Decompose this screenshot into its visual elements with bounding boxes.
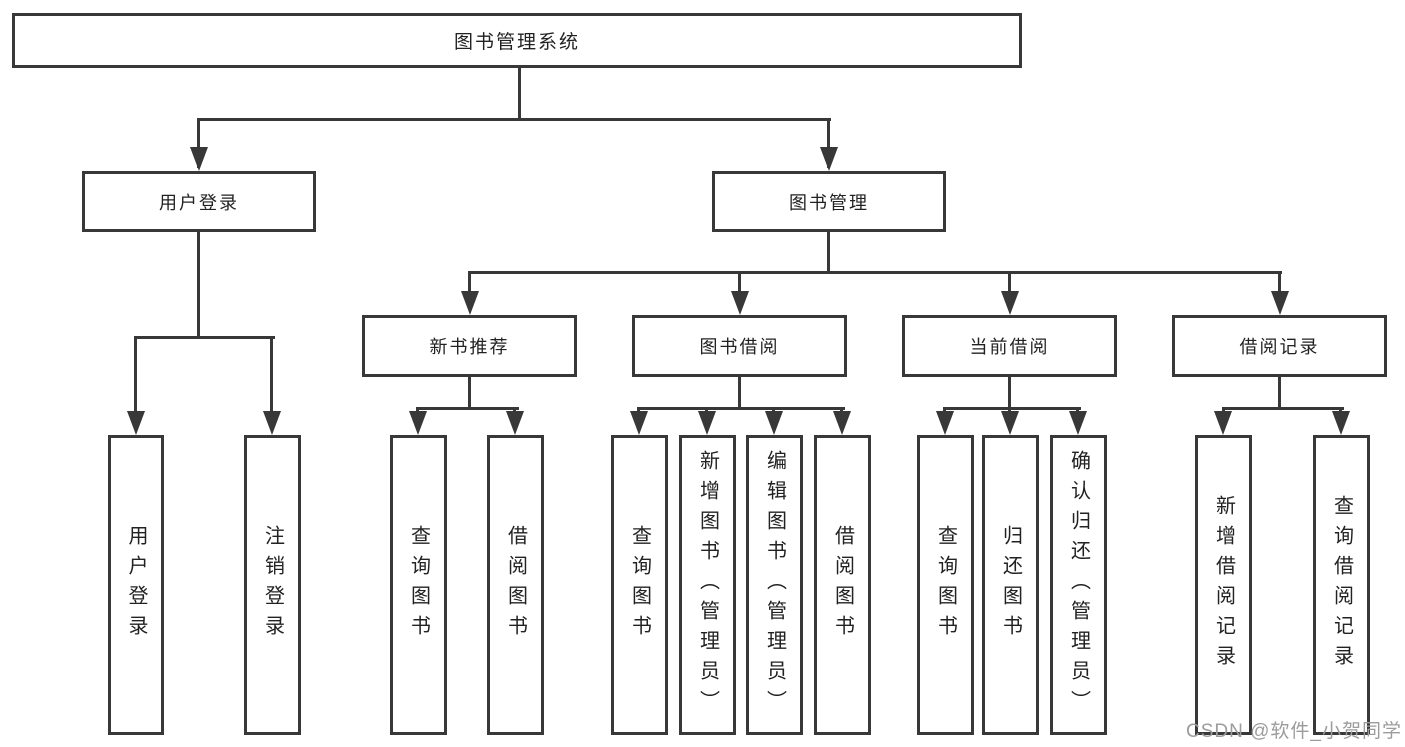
leaf-return-books: 归还图书: [982, 435, 1039, 735]
node-user-login: 用户登录: [82, 171, 316, 232]
leaf-label: 注销登录: [261, 525, 284, 645]
connector-arrow: [1069, 411, 1087, 435]
leaf-query-books-recommend: 查询图书: [390, 435, 447, 735]
node-borrow-records: 借阅记录: [1172, 315, 1387, 377]
connector-line: [197, 232, 200, 339]
leaf-label: 确认归还（管理员）: [1067, 450, 1090, 720]
leaf-confirm-return-admin: 确认归还（管理员）: [1050, 435, 1107, 735]
node-current-borrow: 当前借阅: [902, 315, 1117, 377]
connector-line: [197, 118, 831, 121]
connector-line: [518, 66, 521, 120]
connector-line: [468, 271, 471, 301]
connector-arrow: [1271, 291, 1289, 315]
leaf-label: 查询图书: [407, 525, 430, 645]
leaf-label: 归还图书: [999, 525, 1022, 645]
leaf-borrow-books-recommend: 借阅图书: [487, 435, 544, 735]
leaf-user-login: 用户登录: [108, 435, 164, 735]
connector-line: [943, 407, 1081, 410]
connector-arrow: [263, 411, 281, 435]
connector-line: [1008, 271, 1011, 301]
leaf-label: 借阅图书: [504, 525, 527, 645]
connector-line: [827, 118, 830, 168]
csdn-watermark: CSDN @软件_小贺同学: [1186, 721, 1402, 742]
leaf-edit-books-admin: 编辑图书（管理员）: [746, 435, 803, 735]
leaf-logout: 注销登录: [244, 435, 301, 735]
connector-line: [134, 336, 137, 426]
leaf-label: 查询借阅记录: [1330, 495, 1353, 675]
connector-line: [1278, 377, 1281, 410]
leaf-query-books-current: 查询图书: [917, 435, 974, 735]
connector-line: [134, 336, 275, 339]
connector-line: [197, 118, 200, 168]
connector-arrow: [630, 411, 648, 435]
leaf-add-books-admin: 新增图书（管理员）: [679, 435, 736, 735]
leaf-label: 编辑图书（管理员）: [763, 450, 786, 720]
connector-line: [1278, 271, 1281, 301]
connector-line: [827, 232, 830, 274]
connector-line: [468, 271, 1282, 274]
node-label: 用户登录: [159, 192, 239, 213]
leaf-add-borrow-record: 新增借阅记录: [1195, 435, 1252, 735]
connector-line: [468, 377, 471, 410]
connector-line: [270, 336, 273, 426]
connector-arrow: [190, 147, 208, 171]
connector-arrow: [127, 411, 145, 435]
node-root-library-system: 图书管理系统: [12, 13, 1022, 68]
leaf-query-borrow-record: 查询借阅记录: [1313, 435, 1370, 735]
connector-arrow: [1001, 291, 1019, 315]
connector-arrow: [461, 291, 479, 315]
connector-arrow: [698, 411, 716, 435]
leaf-label: 查询图书: [628, 525, 651, 645]
node-book-management: 图书管理: [712, 171, 946, 232]
connector-line: [738, 377, 741, 410]
node-label: 当前借阅: [969, 337, 1050, 357]
connector-arrow: [409, 411, 427, 435]
connector-arrow: [765, 411, 783, 435]
connector-line: [1008, 377, 1011, 410]
leaf-label: 用户登录: [125, 525, 147, 645]
connector-line: [738, 271, 741, 301]
connector-arrow: [1001, 411, 1019, 435]
connector-arrow: [1214, 411, 1232, 435]
node-label: 图书借阅: [699, 337, 780, 357]
connector-line: [416, 407, 519, 410]
connector-arrow: [936, 411, 954, 435]
leaf-label: 查询图书: [934, 525, 957, 645]
node-label: 图书管理: [789, 192, 869, 213]
connector-line: [638, 407, 845, 410]
connector-arrow: [820, 147, 838, 171]
connector-arrow: [731, 291, 749, 315]
leaf-query-books-borrow: 查询图书: [611, 435, 668, 735]
connector-arrow: [1332, 411, 1350, 435]
leaf-label: 新增图书（管理员）: [696, 450, 719, 720]
node-label: 借阅记录: [1239, 337, 1320, 357]
node-book-borrow: 图书借阅: [632, 315, 847, 377]
leaf-label: 借阅图书: [831, 525, 854, 645]
connector-line: [1222, 407, 1344, 410]
node-label: 新书推荐: [429, 337, 510, 357]
leaf-borrow-books: 借阅图书: [814, 435, 871, 735]
connector-arrow: [833, 411, 851, 435]
node-label: 图书管理系统: [453, 32, 580, 53]
leaf-label: 新增借阅记录: [1212, 495, 1235, 675]
node-new-book-recommend: 新书推荐: [362, 315, 577, 377]
connector-arrow: [506, 411, 524, 435]
